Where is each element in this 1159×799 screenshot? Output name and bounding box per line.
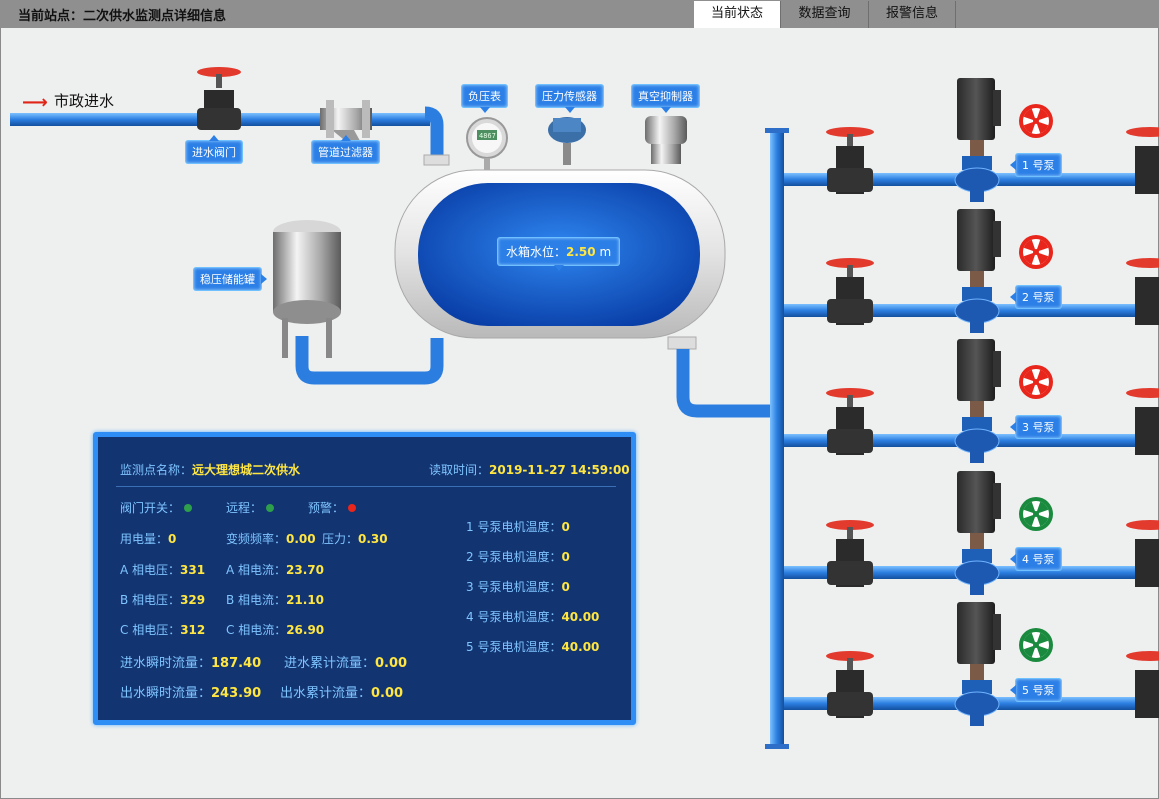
pump-valve-handwheel-icon <box>826 520 874 530</box>
pump-outlet-valve-handwheel-icon <box>1126 651 1159 661</box>
tab-data-query[interactable]: 数据查询 <box>781 1 869 28</box>
b-volt-row: B 相电压：329 <box>120 593 206 607</box>
gauge-label[interactable]: 负压表 <box>462 85 507 113</box>
monitor-info-panel: 监测点名称：远大理想城二次供水 读取时间：2019-11-27 14:59:00… <box>93 432 636 725</box>
vacuum-label[interactable]: 真空抑制器 <box>632 85 699 113</box>
inlet-valve <box>197 67 241 130</box>
station-title: 当前站点：二次供水监测点详细信息 <box>18 9 227 24</box>
valve-switch-row: 阀门开关： <box>120 499 193 516</box>
pump-label-3[interactable]: 3 号泵 <box>1010 416 1061 438</box>
inlet-elbow <box>424 106 444 165</box>
c-volt-row: C 相电压：312 <box>120 623 206 637</box>
freq-row: 变频频率：0.00 <box>226 532 316 546</box>
panel-divider <box>116 486 616 487</box>
water-level-unit: m <box>599 245 612 259</box>
valve-switch-indicator-icon <box>184 504 193 512</box>
pump-outlet-valve-4 <box>1135 539 1159 587</box>
gauge-reading: 4867 <box>479 132 496 140</box>
pump-valve-handwheel-icon <box>826 651 874 661</box>
pump-body-1 <box>954 167 1000 193</box>
pump-valve-handwheel-icon <box>826 258 874 268</box>
pump-outlet-valve-handwheel-icon <box>1126 388 1159 398</box>
inlet-valve-label[interactable]: 进水阀门 <box>186 135 242 163</box>
pump-motor-1 <box>957 78 995 140</box>
remote-indicator-icon <box>266 504 275 512</box>
sensor-label[interactable]: 压力传感器 <box>536 85 603 113</box>
motor-temp-1-row: 1 号泵电机温度：0 <box>466 520 570 534</box>
a-volt-row: A 相电压：331 <box>120 563 206 577</box>
site-name-value: 远大理想城二次供水 <box>192 463 301 477</box>
read-time-row: 读取时间：2019-11-27 14:59:00 <box>429 463 630 477</box>
alarm-row: 预警： <box>308 499 357 516</box>
in-total-row: 进水累计流量：0.00 <box>284 656 408 671</box>
pump-outlet-valve-handwheel-icon <box>1126 127 1159 137</box>
pump-body-4 <box>954 560 1000 586</box>
pump-valve-handwheel-icon <box>826 388 874 398</box>
out-total-row: 出水累计流量：0.00 <box>280 686 404 701</box>
pump-motor-3 <box>957 339 995 401</box>
pump-outlet-valve-handwheel-icon <box>1126 258 1159 268</box>
pressure-row: 压力：0.30 <box>322 532 388 546</box>
tab-current-status[interactable]: 当前状态 <box>694 1 781 28</box>
pump-label-4[interactable]: 4 号泵 <box>1010 548 1061 570</box>
water-level-value: 2.50 <box>566 245 596 259</box>
storage-tank-label[interactable]: 稳压储能罐 <box>194 268 267 290</box>
motor-temp-4-row: 4 号泵电机温度：40.00 <box>466 610 600 624</box>
motor-temp-3-row: 3 号泵电机温度：0 <box>466 580 570 594</box>
c-curr-row: C 相电流：26.90 <box>226 623 325 637</box>
vacuum-suppressor <box>645 116 687 164</box>
power-row: 用电量：0 <box>120 532 177 546</box>
filter-label[interactable]: 管道过滤器 <box>312 135 379 163</box>
water-level-label: 水箱水位： <box>506 245 567 259</box>
pump-motor-5 <box>957 602 995 664</box>
manifold-pipe <box>770 130 784 748</box>
pump-body-5 <box>954 691 1000 717</box>
top-bar: 当前站点：二次供水监测点详细信息 当前状态 数据查询 报警信息 <box>0 0 1159 28</box>
negative-pressure-gauge <box>466 117 508 170</box>
pressure-sensor <box>548 117 586 165</box>
motor-temp-5-row: 5 号泵电机温度：40.00 <box>466 640 600 654</box>
pump-motor-2 <box>957 209 995 271</box>
pump-outlet-valve-1 <box>1135 146 1159 194</box>
pump-label-2[interactable]: 2 号泵 <box>1010 286 1061 308</box>
out-flow-row: 出水瞬时流量：243.90 <box>120 686 262 701</box>
pump-label-5[interactable]: 5 号泵 <box>1010 679 1061 701</box>
water-level-box: 水箱水位：2.50 m <box>498 238 620 271</box>
alarm-indicator-icon <box>348 504 357 512</box>
pressure-storage-tank <box>273 220 341 358</box>
tab-alarm-info[interactable]: 报警信息 <box>869 1 956 28</box>
pump-label-1[interactable]: 1 号泵 <box>1010 154 1061 176</box>
pump-body-3 <box>954 428 1000 454</box>
pump-body-2 <box>954 298 1000 324</box>
motor-temp-2-row: 2 号泵电机温度：0 <box>466 550 570 564</box>
pump-outlet-valve-5 <box>1135 670 1159 718</box>
pump-valve-handwheel-icon <box>826 127 874 137</box>
read-time-value: 2019-11-27 14:59:00 <box>489 463 630 477</box>
inlet-arrow-icon: ⟶ <box>22 92 48 113</box>
remote-row: 远程： <box>226 499 275 516</box>
site-name-row: 监测点名称：远大理想城二次供水 <box>120 463 301 477</box>
inlet-label: 市政进水 <box>54 92 115 110</box>
pump-outlet-valve-handwheel-icon <box>1126 520 1159 530</box>
pump-outlet-valve-3 <box>1135 407 1159 455</box>
pump-outlet-valve-2 <box>1135 277 1159 325</box>
b-curr-row: B 相电流：21.10 <box>226 593 325 607</box>
a-curr-row: A 相电流：23.70 <box>226 563 324 577</box>
pump-motor-4 <box>957 471 995 533</box>
in-flow-row: 进水瞬时流量：187.40 <box>120 656 262 671</box>
